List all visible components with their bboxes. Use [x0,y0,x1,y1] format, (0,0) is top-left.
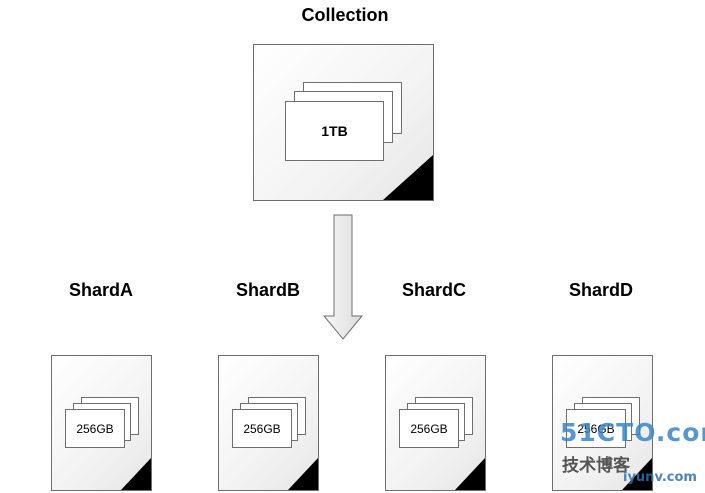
shard-b-size-label: 256GB [232,409,292,448]
shard-c-document-icon: 256GB [385,355,486,491]
collection-title: Collection [301,5,389,25]
shard-c-size-label: 256GB [399,409,459,448]
collection-document-icon: 1TB [253,44,434,201]
folded-corner [383,155,433,200]
shard-a-size-label: 256GB [65,409,125,448]
shard-d-size-label: 256GB [566,409,626,448]
shard-d-name: ShardD [568,280,633,300]
shard-d-document-icon: 256GB [552,355,653,491]
down-arrow-icon [322,214,364,340]
shard-a-document-icon: 256GB [51,355,152,491]
collection-size-label: 1TB [285,101,384,161]
shard-c-name: ShardC [401,280,466,300]
shard-b-document-icon: 256GB [218,355,319,491]
shard-b-name: ShardB [235,280,300,300]
folded-corner [622,458,652,490]
folded-corner [455,458,485,490]
shard-a-name: ShardA [68,280,133,300]
folded-corner [121,458,151,490]
folded-corner [288,458,318,490]
